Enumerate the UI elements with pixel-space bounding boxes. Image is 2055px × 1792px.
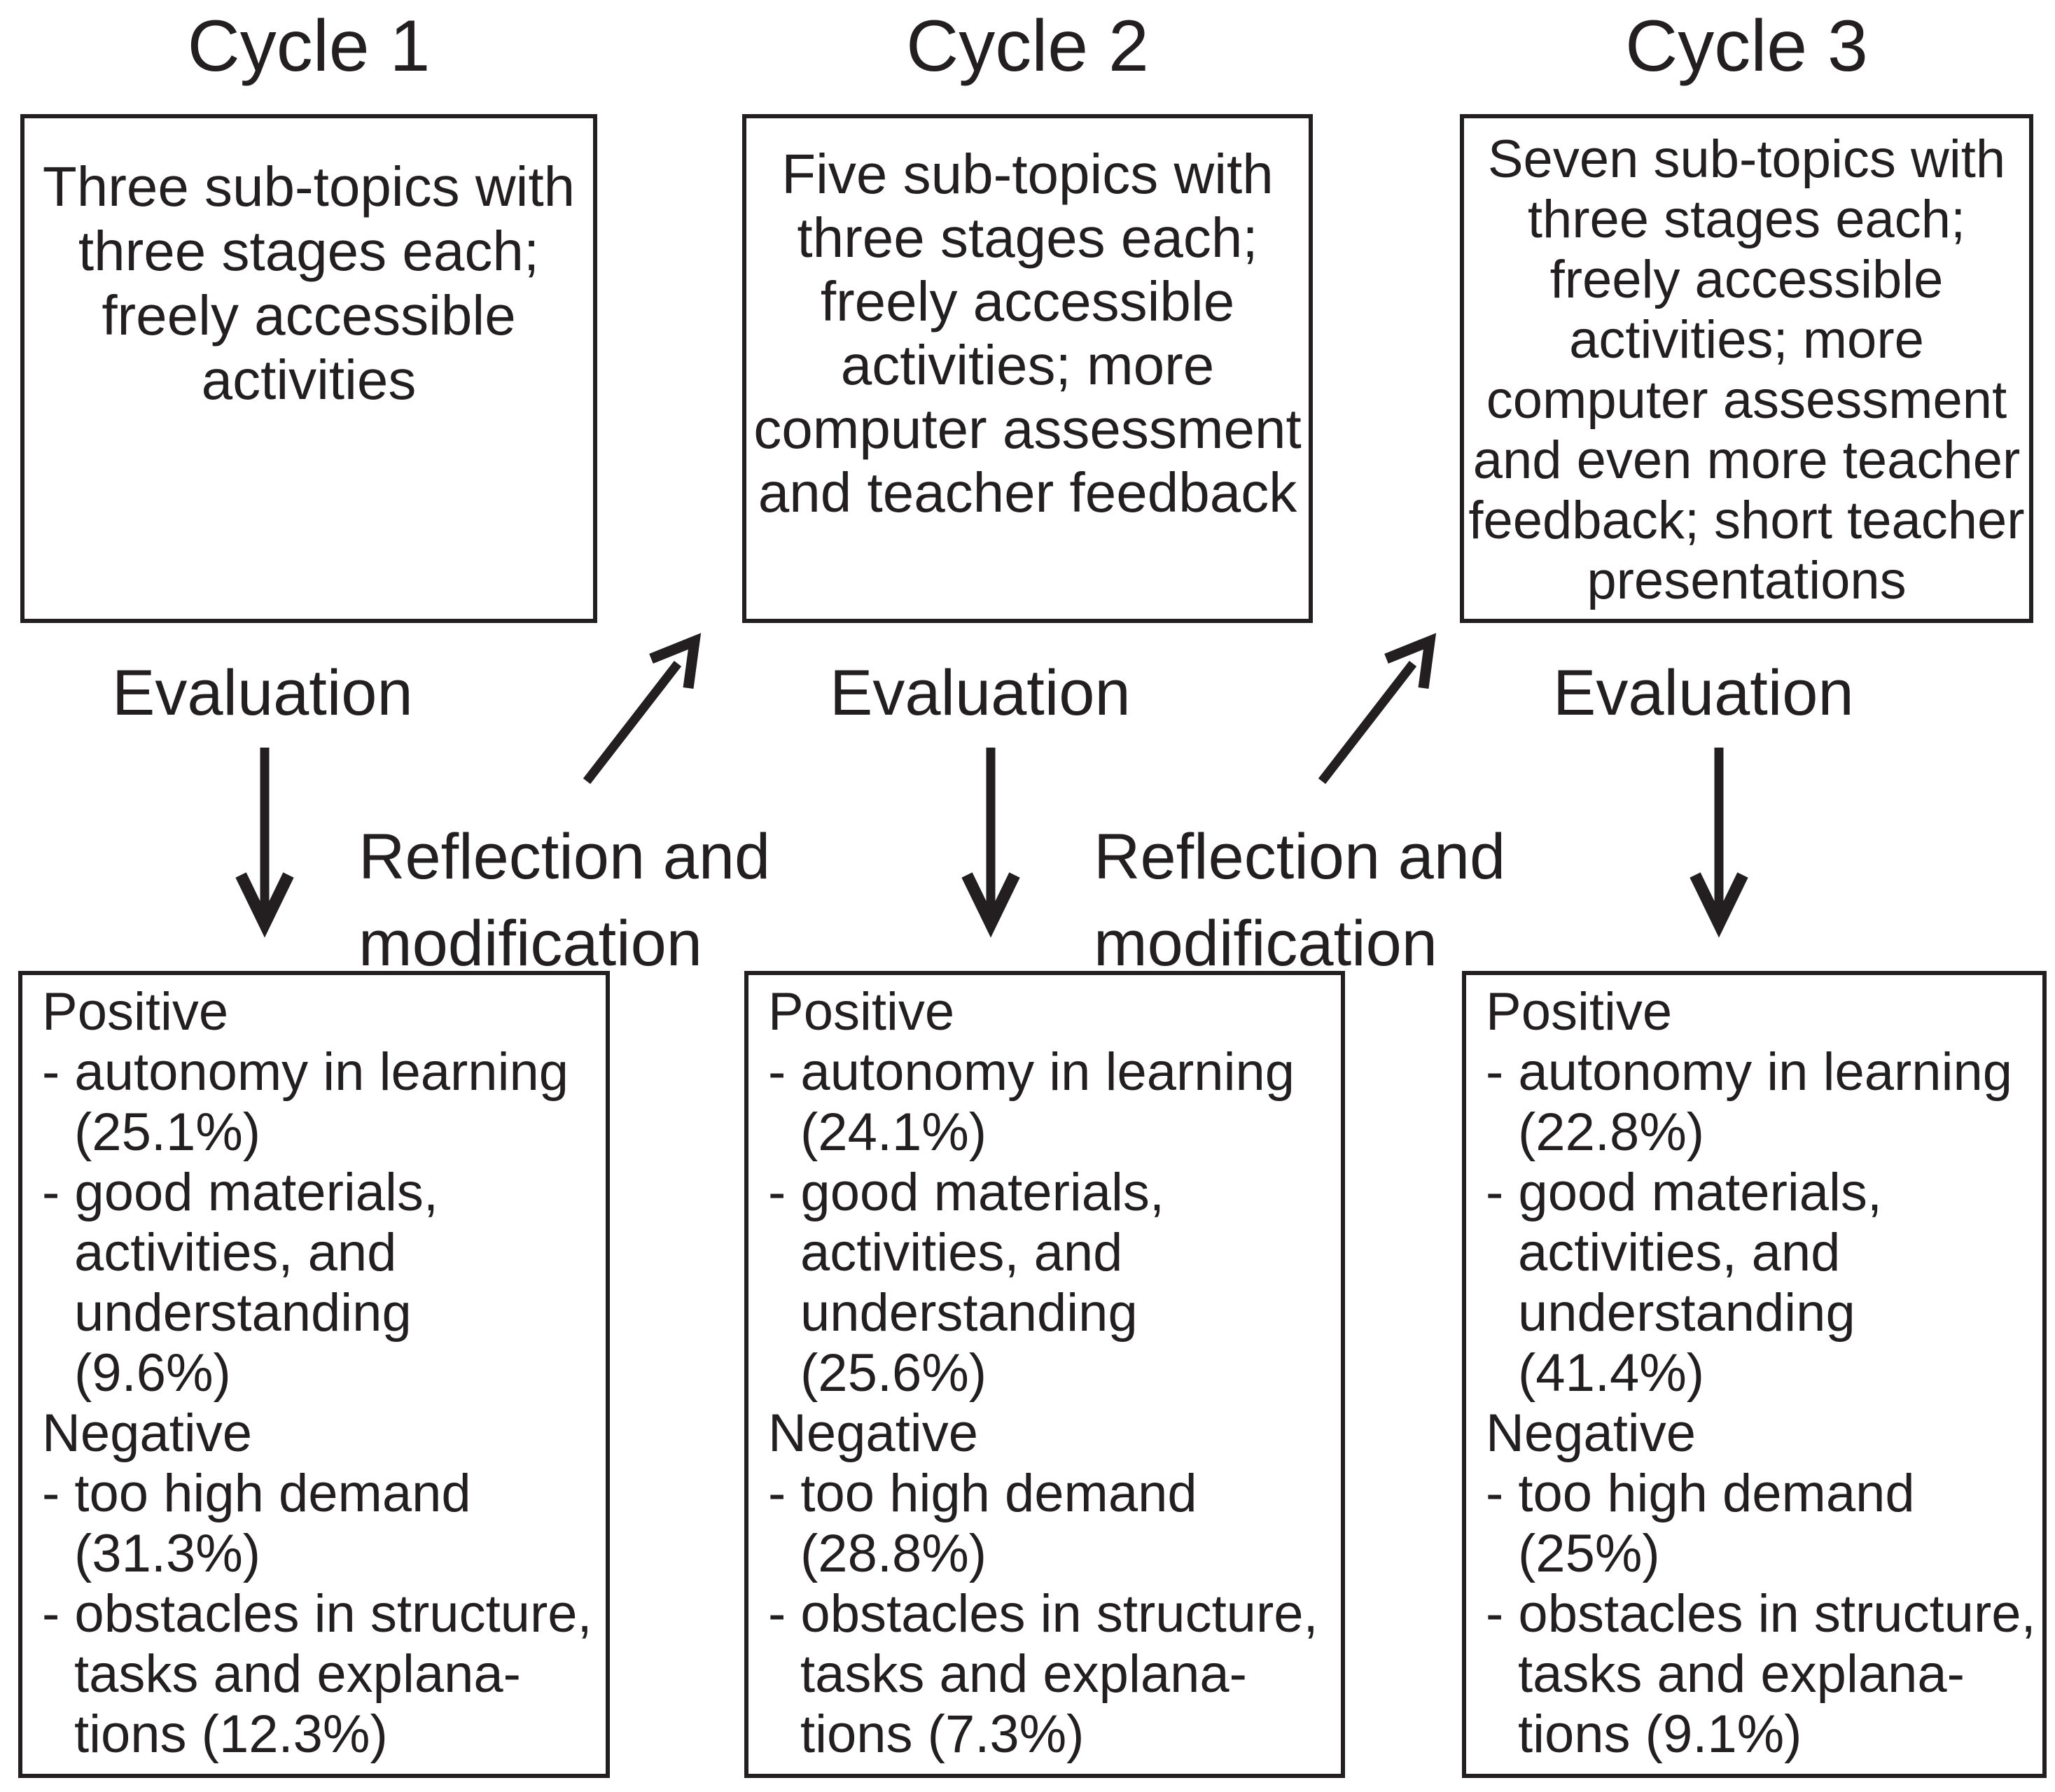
result-line: - obstacles in structure, bbox=[42, 1584, 592, 1644]
result-line: activities, and bbox=[1518, 1223, 1841, 1282]
result-line: - too high demand bbox=[768, 1464, 1197, 1523]
cycle-3-description-box: Seven sub-topics with three stages each;… bbox=[1460, 114, 2033, 623]
cycle-3-results-box: Positive - autonomy in learning (22.8%) … bbox=[1462, 971, 2047, 1778]
evaluation-down-arrow-icon bbox=[961, 748, 1020, 938]
result-line: Positive bbox=[768, 982, 955, 1042]
cycle-1-results-box: Positive - autonomy in learning (25.1%) … bbox=[18, 971, 610, 1778]
evaluation-down-arrow-icon bbox=[1690, 748, 1748, 938]
result-line: - autonomy in learning bbox=[768, 1042, 1295, 1102]
result-line: tions (9.1%) bbox=[1518, 1704, 1802, 1764]
result-line: (9.6%) bbox=[74, 1343, 231, 1403]
reflection-label-line: Reflection and bbox=[358, 821, 771, 892]
cycle-2-description-text: Five sub-topics with three stages each; … bbox=[746, 118, 1309, 524]
reflection-label-line: Reflection and bbox=[1094, 821, 1506, 892]
reflection-modification-label-1: Reflection and modification bbox=[358, 813, 770, 987]
reflection-modification-label-2: Reflection and modification bbox=[1094, 813, 1505, 987]
evaluation-label-cycle-3: Evaluation bbox=[1553, 657, 1854, 729]
evaluation-label-cycle-2: Evaluation bbox=[830, 657, 1131, 729]
description-line: Seven sub-topics with bbox=[1487, 130, 2006, 189]
evaluation-down-arrow-icon bbox=[235, 748, 294, 938]
result-line: - good materials, bbox=[42, 1163, 439, 1222]
description-line: and even more teacher bbox=[1472, 430, 2021, 490]
description-line: activities; more bbox=[840, 334, 1215, 396]
result-line: understanding bbox=[1518, 1283, 1855, 1343]
cycle-2-title: Cycle 2 bbox=[906, 6, 1149, 87]
result-line: (24.1%) bbox=[800, 1102, 987, 1162]
result-line: (31.3%) bbox=[74, 1524, 261, 1583]
description-line: Five sub-topics with bbox=[781, 143, 1274, 205]
description-line: three stages each; bbox=[1527, 190, 1966, 249]
cycle-1-title: Cycle 1 bbox=[187, 6, 431, 87]
description-line: three stages each; bbox=[797, 206, 1258, 269]
result-line: Negative bbox=[768, 1404, 978, 1463]
result-line: Negative bbox=[42, 1404, 252, 1463]
result-line: Positive bbox=[42, 982, 229, 1042]
result-line: tasks and explana- bbox=[74, 1644, 521, 1704]
result-line: activities, and bbox=[74, 1223, 397, 1282]
result-line: - too high demand bbox=[42, 1464, 471, 1523]
cycle-2-results-box: Positive - autonomy in learning (24.1%) … bbox=[744, 971, 1345, 1778]
result-line: (28.8%) bbox=[800, 1524, 987, 1583]
description-line: freely accessible bbox=[102, 284, 516, 346]
result-line: Positive bbox=[1486, 982, 1673, 1042]
result-line: tasks and explana- bbox=[800, 1644, 1247, 1704]
result-line: (25%) bbox=[1518, 1524, 1660, 1583]
description-line: activities; more bbox=[1569, 310, 1924, 370]
result-line: tions (7.3%) bbox=[800, 1704, 1085, 1764]
result-line: tions (12.3%) bbox=[74, 1704, 388, 1764]
result-line: tasks and explana- bbox=[1518, 1644, 1965, 1704]
description-line: Three sub-topics with bbox=[42, 155, 576, 218]
cycle-3-description-text: Seven sub-topics with three stages each;… bbox=[1464, 118, 2029, 611]
result-line: (25.6%) bbox=[800, 1343, 987, 1403]
result-line: (25.1%) bbox=[74, 1102, 261, 1162]
result-line: Negative bbox=[1486, 1404, 1696, 1463]
result-line: activities, and bbox=[800, 1223, 1123, 1282]
evaluation-label-cycle-1: Evaluation bbox=[112, 657, 413, 729]
result-line: - autonomy in learning bbox=[1486, 1042, 2012, 1102]
result-line: - autonomy in learning bbox=[42, 1042, 569, 1102]
result-line: - good materials, bbox=[1486, 1163, 1883, 1222]
description-line: activities bbox=[201, 349, 417, 411]
description-line: freely accessible bbox=[1549, 250, 1944, 309]
result-line: - obstacles in structure, bbox=[1486, 1584, 2036, 1644]
description-line: and teacher feedback bbox=[758, 461, 1297, 524]
reflection-label-line: modification bbox=[1094, 908, 1437, 979]
description-line: three stages each; bbox=[78, 220, 540, 282]
cycle-3-title: Cycle 3 bbox=[1625, 6, 1868, 87]
reflection-diagonal-arrow-icon bbox=[583, 633, 702, 784]
description-line: computer assessment bbox=[1486, 370, 2007, 430]
reflection-label-line: modification bbox=[358, 908, 702, 979]
result-line: understanding bbox=[800, 1283, 1138, 1343]
reflection-diagonal-arrow-icon bbox=[1318, 633, 1437, 784]
description-line: freely accessible bbox=[820, 270, 1235, 332]
description-line: feedback; short teacher bbox=[1468, 491, 2025, 550]
result-line: (22.8%) bbox=[1518, 1102, 1705, 1162]
description-line: presentations bbox=[1587, 551, 1907, 610]
cycle-1-description-box: Three sub-topics with three stages each;… bbox=[20, 114, 597, 623]
result-line: - good materials, bbox=[768, 1163, 1165, 1222]
description-line: computer assessment bbox=[753, 398, 1302, 460]
result-line: understanding bbox=[74, 1283, 412, 1343]
result-line: - too high demand bbox=[1486, 1464, 1915, 1523]
cycle-1-description-text: Three sub-topics with three stages each;… bbox=[25, 118, 593, 412]
cycle-2-description-box: Five sub-topics with three stages each; … bbox=[742, 114, 1313, 623]
result-line: (41.4%) bbox=[1518, 1343, 1705, 1403]
result-line: - obstacles in structure, bbox=[768, 1584, 1318, 1644]
